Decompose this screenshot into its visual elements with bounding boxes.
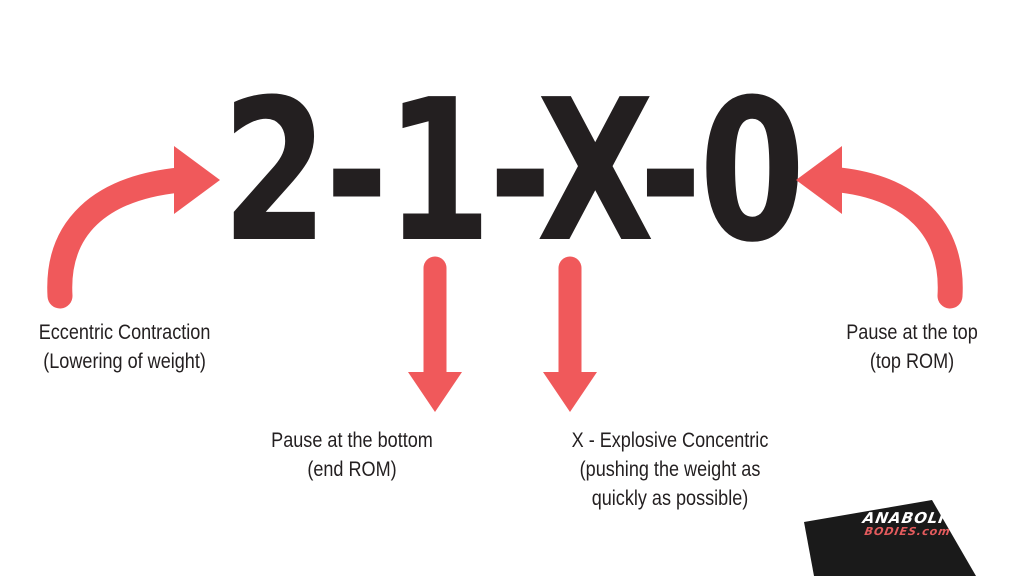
eccentric-subtitle: (Lowering of weight): [43, 350, 206, 373]
explosive-subtitle-1: (pushing the weight as: [579, 458, 761, 481]
explosive-title: X - Explosive Concentric: [571, 429, 769, 452]
explosive-caption: X - Explosive Concentric (pushing the we…: [543, 426, 798, 513]
pause-bottom-caption: Pause at the bottom (end ROM): [249, 426, 455, 484]
brand-logo-background: [804, 500, 976, 576]
pause-bottom-title: Pause at the bottom: [271, 429, 433, 452]
pause-top-arrow: [796, 146, 963, 309]
eccentric-caption: Eccentric Contraction (Lowering of weigh…: [21, 318, 227, 376]
brand-wordmark: ANABOLIC BODIES.com: [842, 509, 977, 538]
brand-name: ANABOLIC: [861, 509, 959, 527]
tempo-notation: 2-1-X-0: [221, 58, 806, 286]
pause-bottom-arrow: [408, 256, 462, 412]
eccentric-title: Eccentric Contraction: [38, 321, 211, 344]
pause-bottom-subtitle: (end ROM): [307, 458, 397, 481]
eccentric-arrow: [47, 146, 220, 309]
brand-logo: ANABOLIC BODIES.com: [804, 500, 1024, 576]
brand-domain: BODIES.com: [863, 525, 952, 538]
explosive-subtitle-2: quickly as possible): [591, 487, 749, 510]
explosive-arrow: [543, 256, 597, 412]
pause-top-caption: Pause at the top (top ROM): [819, 318, 1005, 376]
pause-top-title: Pause at the top: [846, 321, 978, 344]
pause-top-subtitle: (top ROM): [869, 350, 955, 373]
